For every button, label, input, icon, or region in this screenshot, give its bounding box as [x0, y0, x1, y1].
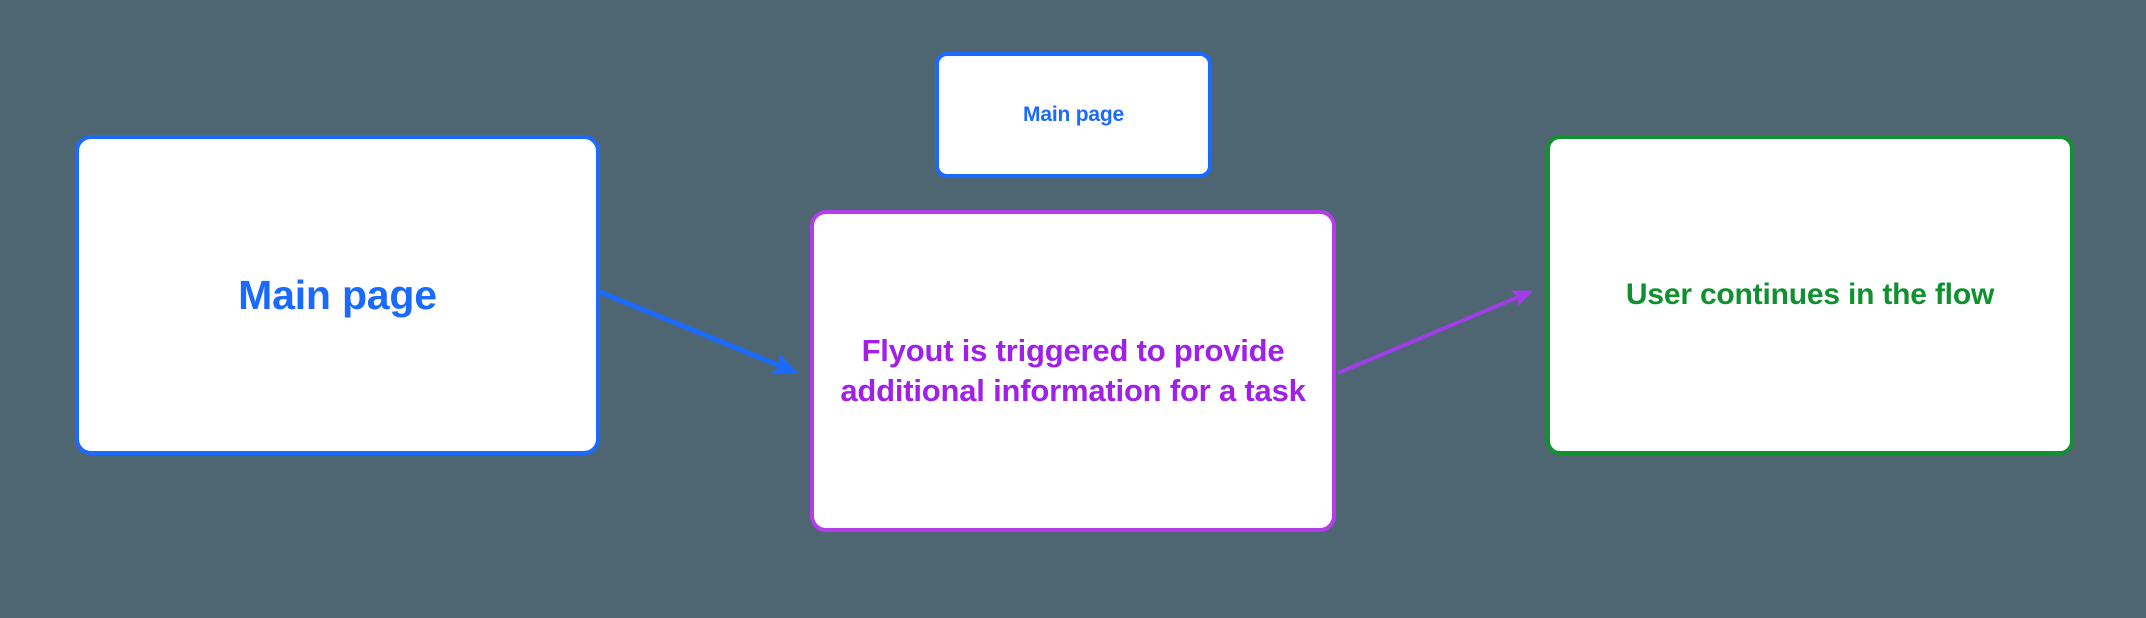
- node-main-page-top-label: Main page: [1023, 103, 1124, 127]
- node-flyout-label: Flyout is triggered to provide additiona…: [840, 333, 1306, 408]
- node-main-page-left-label: Main page: [238, 271, 437, 318]
- node-flyout[interactable]: Flyout is triggered to provide additiona…: [810, 210, 1336, 532]
- edge-flyout-to-user-flow: [1337, 290, 1533, 375]
- node-user-continues-in-flow[interactable]: User continues in the flow: [1546, 135, 2074, 455]
- node-main-page-top[interactable]: Main page: [935, 52, 1212, 178]
- edge-main-page-to-flyout: [599, 289, 799, 375]
- node-main-page-left[interactable]: Main page: [75, 135, 600, 455]
- node-user-continues-in-flow-label: User continues in the flow: [1625, 277, 1995, 311]
